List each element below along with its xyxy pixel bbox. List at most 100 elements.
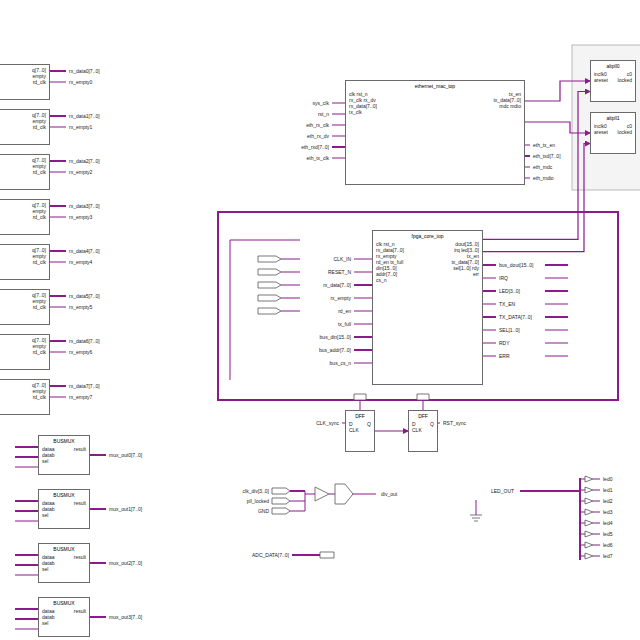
port-text: c0 locked (618, 71, 632, 83)
wire (593, 501, 600, 502)
signal-label: led4 (602, 520, 613, 526)
signal-label: rx_data6[7..0] (68, 338, 101, 344)
wire (15, 618, 38, 620)
wire (281, 259, 300, 260)
wire (332, 146, 345, 148)
wire (290, 511, 305, 512)
wire (332, 136, 345, 137)
wire (525, 178, 530, 179)
block-title: BUSMUX (42, 438, 86, 444)
port-text: result (74, 446, 86, 464)
signal-label: RST_sync (442, 420, 467, 426)
signal-label: led6 (602, 542, 613, 548)
port-text: Q (430, 421, 434, 433)
block-symbol: altpll0 inclk0 areset c0 locked (590, 60, 636, 102)
block-symbol: BUSMUXdataa datab selresult (38, 597, 90, 637)
wire (281, 285, 300, 286)
wire (15, 500, 38, 502)
wire (50, 307, 66, 308)
port-text: D CLK (412, 421, 422, 433)
block-title: altpll0 (594, 63, 632, 69)
signal-label: rx_empty2 (68, 169, 93, 175)
wire (593, 545, 600, 546)
signal-label: mux_out0[7..0] (108, 452, 143, 458)
wire (580, 545, 585, 546)
wire (545, 330, 568, 331)
output-buffer (585, 476, 593, 482)
wire (15, 456, 38, 458)
wire (50, 295, 66, 297)
signal-label: eth_mdio (532, 175, 555, 181)
wire (15, 629, 38, 630)
vcc-symbol (354, 394, 366, 400)
wire (15, 608, 38, 610)
port-text: q[7..0] empty rd_clk (32, 247, 46, 265)
signal-label: rx_empty7 (68, 394, 93, 400)
wire (593, 490, 600, 491)
wire (438, 423, 440, 424)
wire (332, 158, 345, 159)
wire (50, 127, 66, 128)
wire (15, 521, 38, 522)
ground-symbol (470, 515, 482, 521)
port-text: D CLK (349, 421, 359, 433)
block-symbol: DFFD CLKQ (345, 410, 375, 452)
signal-label: eth_tx_en (532, 142, 556, 148)
wire (332, 125, 345, 126)
wire (15, 467, 38, 468)
signal-label: led2 (602, 498, 613, 504)
block-symbol: BUSMUXdataa datab selresult (38, 435, 90, 475)
wire (90, 508, 106, 510)
wire (354, 311, 372, 312)
wire (50, 385, 66, 387)
wire (545, 316, 568, 318)
signal-label: mux_out2[7..0] (108, 560, 143, 566)
block-symbol: BUSMUX dataa datab sel result (38, 489, 90, 529)
port-text: result (74, 500, 86, 518)
wire (354, 324, 372, 325)
wire (290, 501, 305, 502)
port-text: inclk0 areset (594, 71, 608, 83)
wire (50, 172, 66, 173)
wire (332, 114, 345, 115)
signal-label: mux_out1[7..0] (108, 506, 143, 512)
block-symbol: q[7..0] empty rd_clk (0, 199, 50, 235)
signal-label: led0 (602, 476, 613, 482)
block-title: fpga_core_top (376, 233, 479, 239)
block-symbol: q[7..0] empty rd_clk (0, 379, 50, 415)
signal-label: LED[3..0] (498, 288, 521, 294)
signal-label: TX_DATA[7..0] (498, 314, 533, 320)
wire (545, 290, 568, 292)
port-text: dataa datab sel (42, 500, 55, 518)
wire (332, 103, 345, 104)
port-text: q[7..0] empty rd_clk (32, 202, 46, 220)
input-pin (258, 282, 281, 288)
wire (593, 534, 600, 535)
wire (281, 298, 300, 299)
signal-label: rx_data1[7..0] (68, 113, 101, 119)
wire (50, 205, 66, 207)
wire (545, 264, 568, 266)
block-symbol: BUSMUXdataa datab selresult (38, 543, 90, 583)
wire (593, 479, 600, 480)
port-text: q[7..0] empty rd_clk (32, 292, 46, 310)
input-pin (272, 508, 290, 514)
port-text: q[7..0] empty rd_clk (32, 157, 46, 175)
wire (580, 512, 585, 513)
signal-label: rx_empty6 (68, 349, 93, 355)
signal-label: led7 (602, 553, 613, 559)
wire (50, 115, 66, 117)
signal-label: rx_data0[7..0] (68, 68, 101, 74)
region-panel (572, 45, 640, 190)
signal-label: clk_div[3..0] (242, 488, 270, 494)
block-title: BUSMUX (42, 492, 86, 498)
wire (483, 264, 496, 266)
wire (593, 556, 600, 557)
output-buffer (585, 498, 593, 504)
signal-label: eth_rx_dv (306, 133, 330, 139)
signal-label: rx_empty (329, 295, 352, 301)
input-pin (272, 488, 290, 494)
wire (580, 479, 585, 480)
wire (483, 290, 496, 292)
signal-label: rst_n (317, 111, 330, 117)
